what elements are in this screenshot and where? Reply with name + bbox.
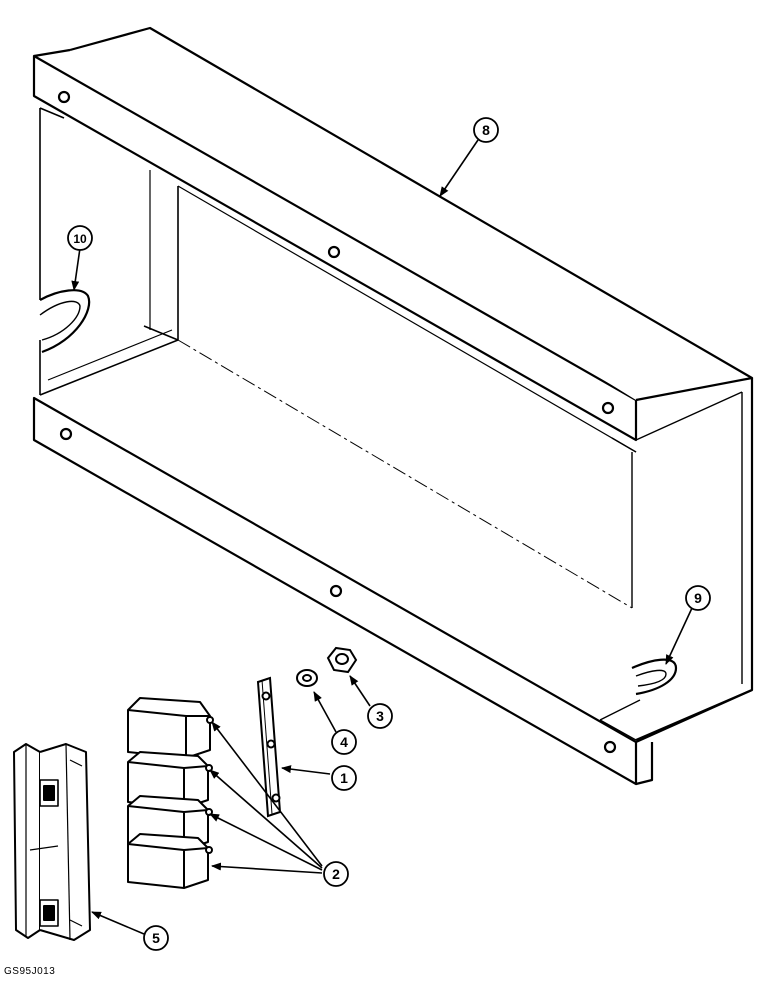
- relay-bracket: [13, 743, 91, 941]
- callout-3: 3: [367, 703, 393, 729]
- bus-bar: [256, 676, 282, 818]
- callout-5-label: 5: [152, 930, 160, 946]
- hex-nut: [326, 646, 358, 674]
- leader-2b: [209, 769, 323, 869]
- leader-1: [281, 765, 331, 775]
- callout-8-label: 8: [482, 122, 490, 138]
- figure-reference-code: GS95J013: [4, 966, 56, 977]
- relay-1: [127, 697, 214, 759]
- callout-8: 8: [473, 117, 499, 143]
- callout-9: 9: [685, 585, 711, 611]
- callout-3-label: 3: [376, 708, 384, 724]
- callout-4-label: 4: [340, 734, 348, 750]
- leader-2a: [211, 721, 323, 867]
- callout-1-label: 1: [340, 770, 348, 786]
- relay-stack: [127, 697, 214, 889]
- callout-10: 10: [67, 225, 93, 251]
- enclosure-housing: [32, 26, 754, 786]
- callout-4: 4: [331, 729, 357, 755]
- callout-2-label: 2: [332, 866, 340, 882]
- callout-5: 5: [143, 925, 169, 951]
- leader-10: [71, 247, 81, 291]
- leader-9: [665, 607, 693, 665]
- leader-2d: [211, 862, 323, 874]
- leader-2c: [209, 813, 323, 871]
- leader-5: [91, 911, 145, 935]
- callout-2: 2: [323, 861, 349, 887]
- callout-9-label: 9: [694, 590, 702, 606]
- leader-lines: [71, 139, 693, 935]
- callout-10-label: 10: [73, 232, 87, 246]
- relay-4: [127, 833, 213, 889]
- leader-4: [313, 691, 337, 733]
- callout-1: 1: [331, 765, 357, 791]
- leader-8: [439, 139, 479, 197]
- leader-3: [349, 675, 371, 707]
- lock-washer: [296, 669, 318, 687]
